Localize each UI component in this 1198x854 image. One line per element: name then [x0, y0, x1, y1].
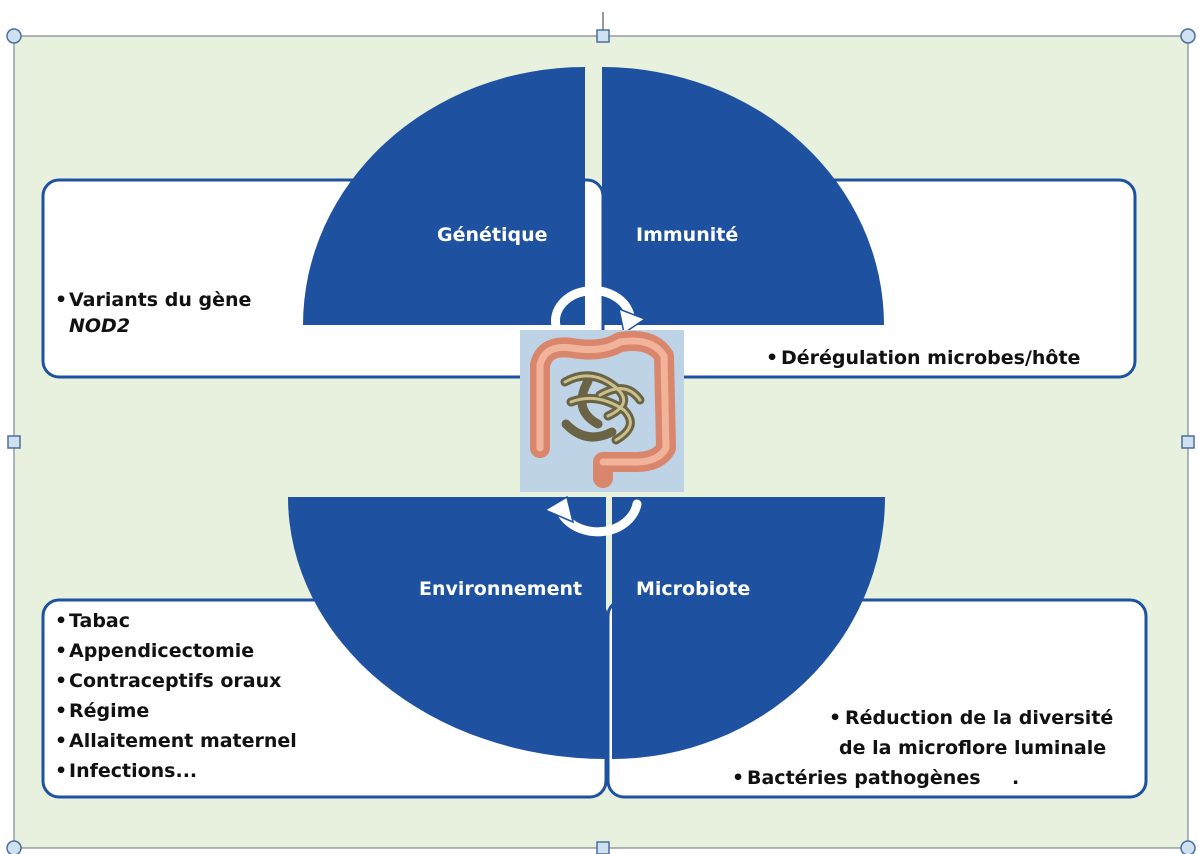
immunite-bullet: •: [766, 347, 778, 369]
environnement-bullet-3: •: [55, 670, 67, 692]
environnement-item-5: Allaitement maternel: [69, 730, 297, 752]
environnement-item-3: Contraceptifs oraux: [69, 670, 281, 692]
resize-handle-bottom-middle[interactable]: [597, 842, 609, 854]
environnement-item-4: Régime: [69, 700, 149, 722]
environnement-bullet-5: •: [55, 730, 67, 752]
microbiote-line-1: Réduction de la diversité: [845, 707, 1113, 729]
label-microbiote: Microbiote: [636, 578, 750, 600]
microbiote-trailing-dot: .: [1012, 767, 1019, 789]
microbiote-line-2: de la microflore luminale: [839, 737, 1106, 759]
environnement-item-2: Appendicectomie: [69, 640, 254, 662]
environnement-item-6: Infections...: [69, 760, 197, 782]
label-environnement: Environnement: [419, 578, 582, 600]
resize-handle-top-right[interactable]: [1181, 29, 1195, 43]
environnement-item-1: Tabac: [69, 610, 130, 632]
resize-handle-bottom-left[interactable]: [7, 841, 21, 854]
resize-handle-top-middle[interactable]: [597, 30, 609, 42]
environnement-bullet-1: •: [55, 610, 67, 632]
label-genetique: Génétique: [437, 224, 548, 246]
resize-handle-middle-left[interactable]: [8, 436, 20, 448]
label-immunite: Immunité: [636, 224, 738, 246]
microbiote-bullet-1: •: [829, 707, 841, 729]
immunite-line-1: Dérégulation microbes/hôte: [781, 347, 1080, 369]
resize-handle-middle-right[interactable]: [1182, 436, 1194, 448]
resize-handle-top-left[interactable]: [7, 29, 21, 43]
environnement-bullet-6: •: [55, 760, 67, 782]
microbiote-line-3: Bactéries pathogènes: [747, 767, 981, 789]
genetique-bullet: •: [55, 289, 67, 311]
environnement-bullet-4: •: [55, 700, 67, 722]
genetique-line-1: Variants du gène: [69, 289, 251, 311]
intestine-image: [520, 330, 684, 492]
microbiote-bullet-2: •: [732, 767, 744, 789]
environnement-bullet-2: •: [55, 640, 67, 662]
resize-handle-bottom-right[interactable]: [1181, 841, 1195, 854]
genetique-line-2: NOD2: [69, 315, 130, 337]
